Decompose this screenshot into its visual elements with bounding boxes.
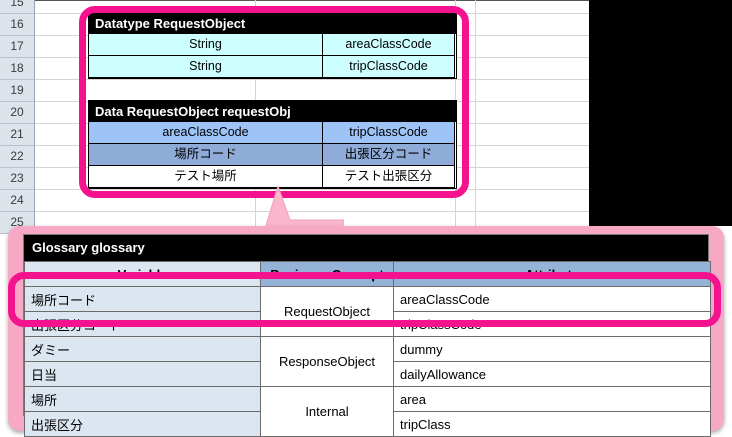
row-header-23[interactable]: 23 <box>0 168 35 190</box>
row-header-24[interactable]: 24 <box>0 190 35 212</box>
glossary-cell-variable: 出張区分 <box>24 411 261 437</box>
grid-row <box>35 80 590 102</box>
row-header-16[interactable]: 16 <box>0 14 35 36</box>
grid-row <box>35 190 590 212</box>
glossary-cell-attribute: tripClass <box>393 411 711 437</box>
glossary-cell-business-concept: ResponseObject <box>260 336 394 387</box>
glossary-cell-variable: 出張区分コード <box>24 311 261 337</box>
datatype-cell-type: String <box>88 55 323 78</box>
glossary-cell-attribute: dailyAllowance <box>393 361 711 387</box>
datatype-table-title: Datatype RequestObject <box>89 13 456 34</box>
row-header-15[interactable]: 15 <box>0 0 35 14</box>
row-header-17[interactable]: 17 <box>0 36 35 58</box>
data-table-title: Data RequestObject requestObj <box>89 101 456 122</box>
glossary-cell-business-concept: Internal <box>260 386 394 437</box>
table-row: String areaClassCode <box>88 33 456 56</box>
glossary-cell-variable: 場所 <box>24 386 261 412</box>
row-header-19[interactable]: 19 <box>0 80 35 102</box>
sheet-top-border <box>0 0 732 1</box>
data-header-left: areaClassCode <box>88 121 323 144</box>
glossary-cell-business-concept: RequestObject <box>260 286 394 337</box>
grid-column-line <box>475 0 476 226</box>
glossary-cell-variable: 日当 <box>24 361 261 387</box>
row-header-20[interactable]: 20 <box>0 102 35 124</box>
datatype-cell-type: String <box>88 33 323 56</box>
data-header-right: tripClassCode <box>322 121 455 144</box>
glossary-cell-attribute: tripClassCode <box>393 311 711 337</box>
glossary-cell-attribute: areaClassCode <box>393 286 711 312</box>
table-row: areaClassCode tripClassCode <box>88 121 456 144</box>
glossary-col-business-concept: Business Concept <box>260 261 394 287</box>
data-subheader-left: 場所コード <box>88 143 323 166</box>
glossary-cell-attribute: dummy <box>393 336 711 362</box>
glossary-header-row: Variable Business Concept Attribute <box>24 261 711 287</box>
grid-row <box>35 58 590 80</box>
data-requestobject-table: Data RequestObject requestObj areaClassC… <box>88 100 457 189</box>
glossary-cell-variable: 場所コード <box>24 286 261 312</box>
grid-row <box>35 168 590 190</box>
datatype-requestobject-table: Datatype RequestObject String areaClassC… <box>88 12 457 79</box>
glossary-col-variable: Variable <box>24 261 261 287</box>
datatype-cell-name: tripClassCode <box>322 55 455 78</box>
row-header-18[interactable]: 18 <box>0 58 35 80</box>
datatype-cell-name: areaClassCode <box>322 33 455 56</box>
table-row: 場所コード 出張区分コード <box>88 143 456 166</box>
data-value-right: テスト出張区分 <box>322 165 455 188</box>
glossary-cell-variable: ダミー <box>24 336 261 362</box>
glossary-card: Glossary glossary Variable Business Conc… <box>23 234 711 437</box>
glossary-row: 日当 dailyAllowance <box>24 361 711 387</box>
glossary-row: 出張区分 tripClass <box>24 411 711 437</box>
data-subheader-right: 出張区分コード <box>322 143 455 166</box>
glossary-panel: Glossary glossary Variable Business Conc… <box>8 226 724 437</box>
data-value-left: テスト場所 <box>88 165 323 188</box>
blacked-out-region <box>589 0 732 226</box>
row-header-22[interactable]: 22 <box>0 146 35 168</box>
glossary-table: Variable Business Concept Attribute 場所コー… <box>24 261 711 437</box>
glossary-cell-attribute: area <box>393 386 711 412</box>
glossary-title: Glossary glossary <box>24 235 708 261</box>
table-row: テスト場所 テスト出張区分 <box>88 165 456 188</box>
callout-arrow-icon <box>263 186 344 232</box>
glossary-col-attribute: Attribute <box>393 261 711 287</box>
row-header-21[interactable]: 21 <box>0 124 35 146</box>
table-row: String tripClassCode <box>88 55 456 78</box>
